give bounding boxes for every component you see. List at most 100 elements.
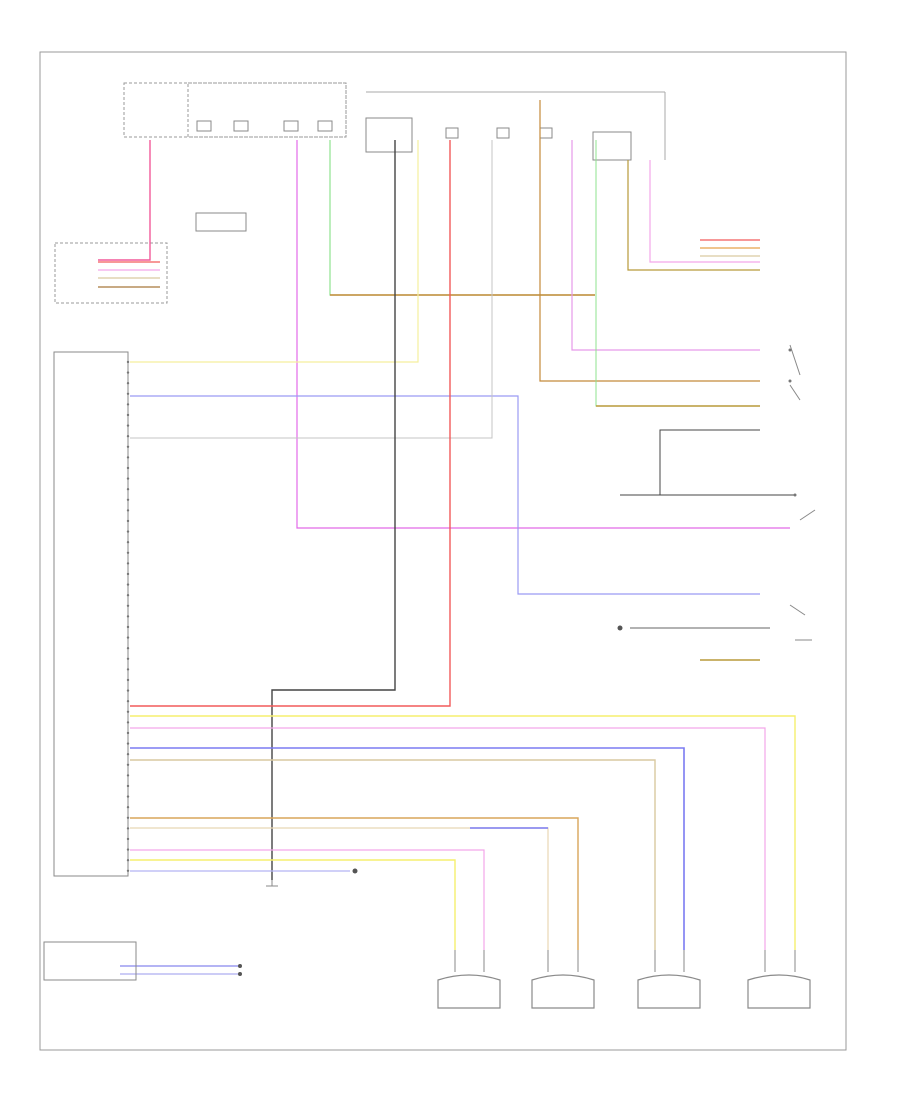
module-pin: [126, 551, 130, 554]
fuse-7: [539, 127, 553, 139]
diagram-border: [39, 51, 847, 1051]
wire-pink-lf: [130, 849, 485, 950]
module-pin: [126, 859, 130, 862]
module-pin: [126, 392, 130, 395]
lr-wheel-speed-sensor: [637, 950, 701, 1009]
connector-steer-2: [238, 972, 242, 976]
rf-wheel-speed-sensor: [531, 950, 595, 1009]
module-pin: [126, 562, 130, 565]
wire-violet-brake: [296, 140, 790, 529]
module-pin: [126, 594, 130, 597]
module-pin: [126, 360, 130, 364]
wire-pink-powertrain: [571, 140, 760, 351]
module-pin: [126, 837, 130, 841]
diode-block: [195, 212, 247, 232]
wire-gray-top: [130, 140, 493, 439]
wire-pink-cluster: [98, 140, 151, 261]
connector-ground: [352, 868, 358, 874]
module-pin: [126, 668, 130, 671]
module-pin: [126, 382, 130, 385]
module-pin: [126, 678, 130, 682]
wire-olive-right: [627, 160, 760, 271]
instrument-cluster: [54, 242, 168, 304]
connector-steer-1: [238, 964, 242, 968]
fuse-5: [445, 127, 459, 139]
module-pins: [126, 360, 130, 872]
wire-green-powertrain: [595, 140, 760, 407]
fuse-box-left-inner: [187, 82, 347, 138]
connector-traction: [617, 625, 623, 631]
module-pin: [126, 742, 130, 745]
module-pin: [126, 413, 130, 417]
module-pin: [126, 541, 130, 544]
module-pin: [126, 647, 130, 650]
module-pin: [126, 519, 130, 523]
module-pin: [126, 816, 130, 819]
module-pin: [126, 784, 130, 788]
module-pin: [126, 466, 130, 470]
module-pin: [126, 424, 130, 427]
ground-symbol: [266, 880, 278, 887]
module-pin: [126, 530, 130, 533]
module-pin: [126, 710, 130, 713]
module-pin: [126, 827, 130, 830]
module-pin: [126, 848, 130, 851]
module-pin: [126, 456, 130, 459]
module-pin: [126, 657, 130, 660]
fuse-3: [283, 120, 299, 132]
module-pin: [126, 583, 130, 586]
module-pin: [126, 721, 130, 724]
wire-red-module: [130, 140, 451, 707]
module-pin: [126, 795, 130, 798]
wire-blue-lr: [130, 747, 685, 950]
steering-angle-sensor: [43, 941, 137, 981]
brake-switch-symbol: [793, 493, 816, 521]
module-pin: [126, 445, 130, 448]
module-pin: [126, 753, 130, 756]
wire-pink-right: [649, 160, 760, 263]
module-pin: [126, 615, 130, 618]
wire-pink-rr: [130, 727, 766, 950]
module-pin: [126, 435, 130, 438]
wire-brown-powertrain: [539, 100, 760, 382]
wire-black-ground: [271, 140, 396, 880]
module-pin: [126, 498, 130, 501]
wire-yellow-top: [130, 140, 419, 363]
rr-wheel-speed-sensor: [747, 950, 811, 1009]
module-pin: [126, 572, 130, 576]
wire-black-brake: [659, 429, 795, 496]
module-pin: [126, 763, 130, 766]
powertrain-switch-symbol: [788, 344, 801, 401]
module-pin: [126, 371, 130, 374]
module-pin: [126, 477, 130, 480]
abs-control-module: [53, 351, 129, 877]
fuse-1: [196, 120, 212, 132]
wire-green-1: [329, 140, 595, 296]
module-pin: [126, 509, 130, 512]
fuse-6: [496, 127, 510, 139]
module-pin: [126, 403, 130, 406]
module-pin: [126, 689, 130, 692]
wire-orange-rf: [130, 817, 579, 950]
module-pin: [126, 625, 130, 629]
module-pin: [126, 488, 130, 491]
traction-switch-symbol: [789, 604, 812, 641]
fuse-box-left: [123, 82, 347, 138]
wire-yellow-lf: [130, 859, 456, 950]
wire-blue-top: [130, 395, 760, 595]
module-pin: [126, 604, 130, 607]
fuse-4: [317, 120, 333, 132]
wire-tan-lr: [130, 759, 656, 950]
wire-yellow-rr: [130, 715, 796, 950]
lf-wheel-speed-sensor: [437, 950, 501, 1009]
fuse-2: [233, 120, 249, 132]
module-pin: [126, 636, 130, 639]
module-pin: [126, 774, 130, 777]
wire-tan-rf: [130, 827, 549, 950]
module-pin: [126, 700, 130, 703]
module-pin: [126, 869, 130, 872]
module-pin: [126, 731, 130, 735]
module-pin: [126, 806, 130, 809]
